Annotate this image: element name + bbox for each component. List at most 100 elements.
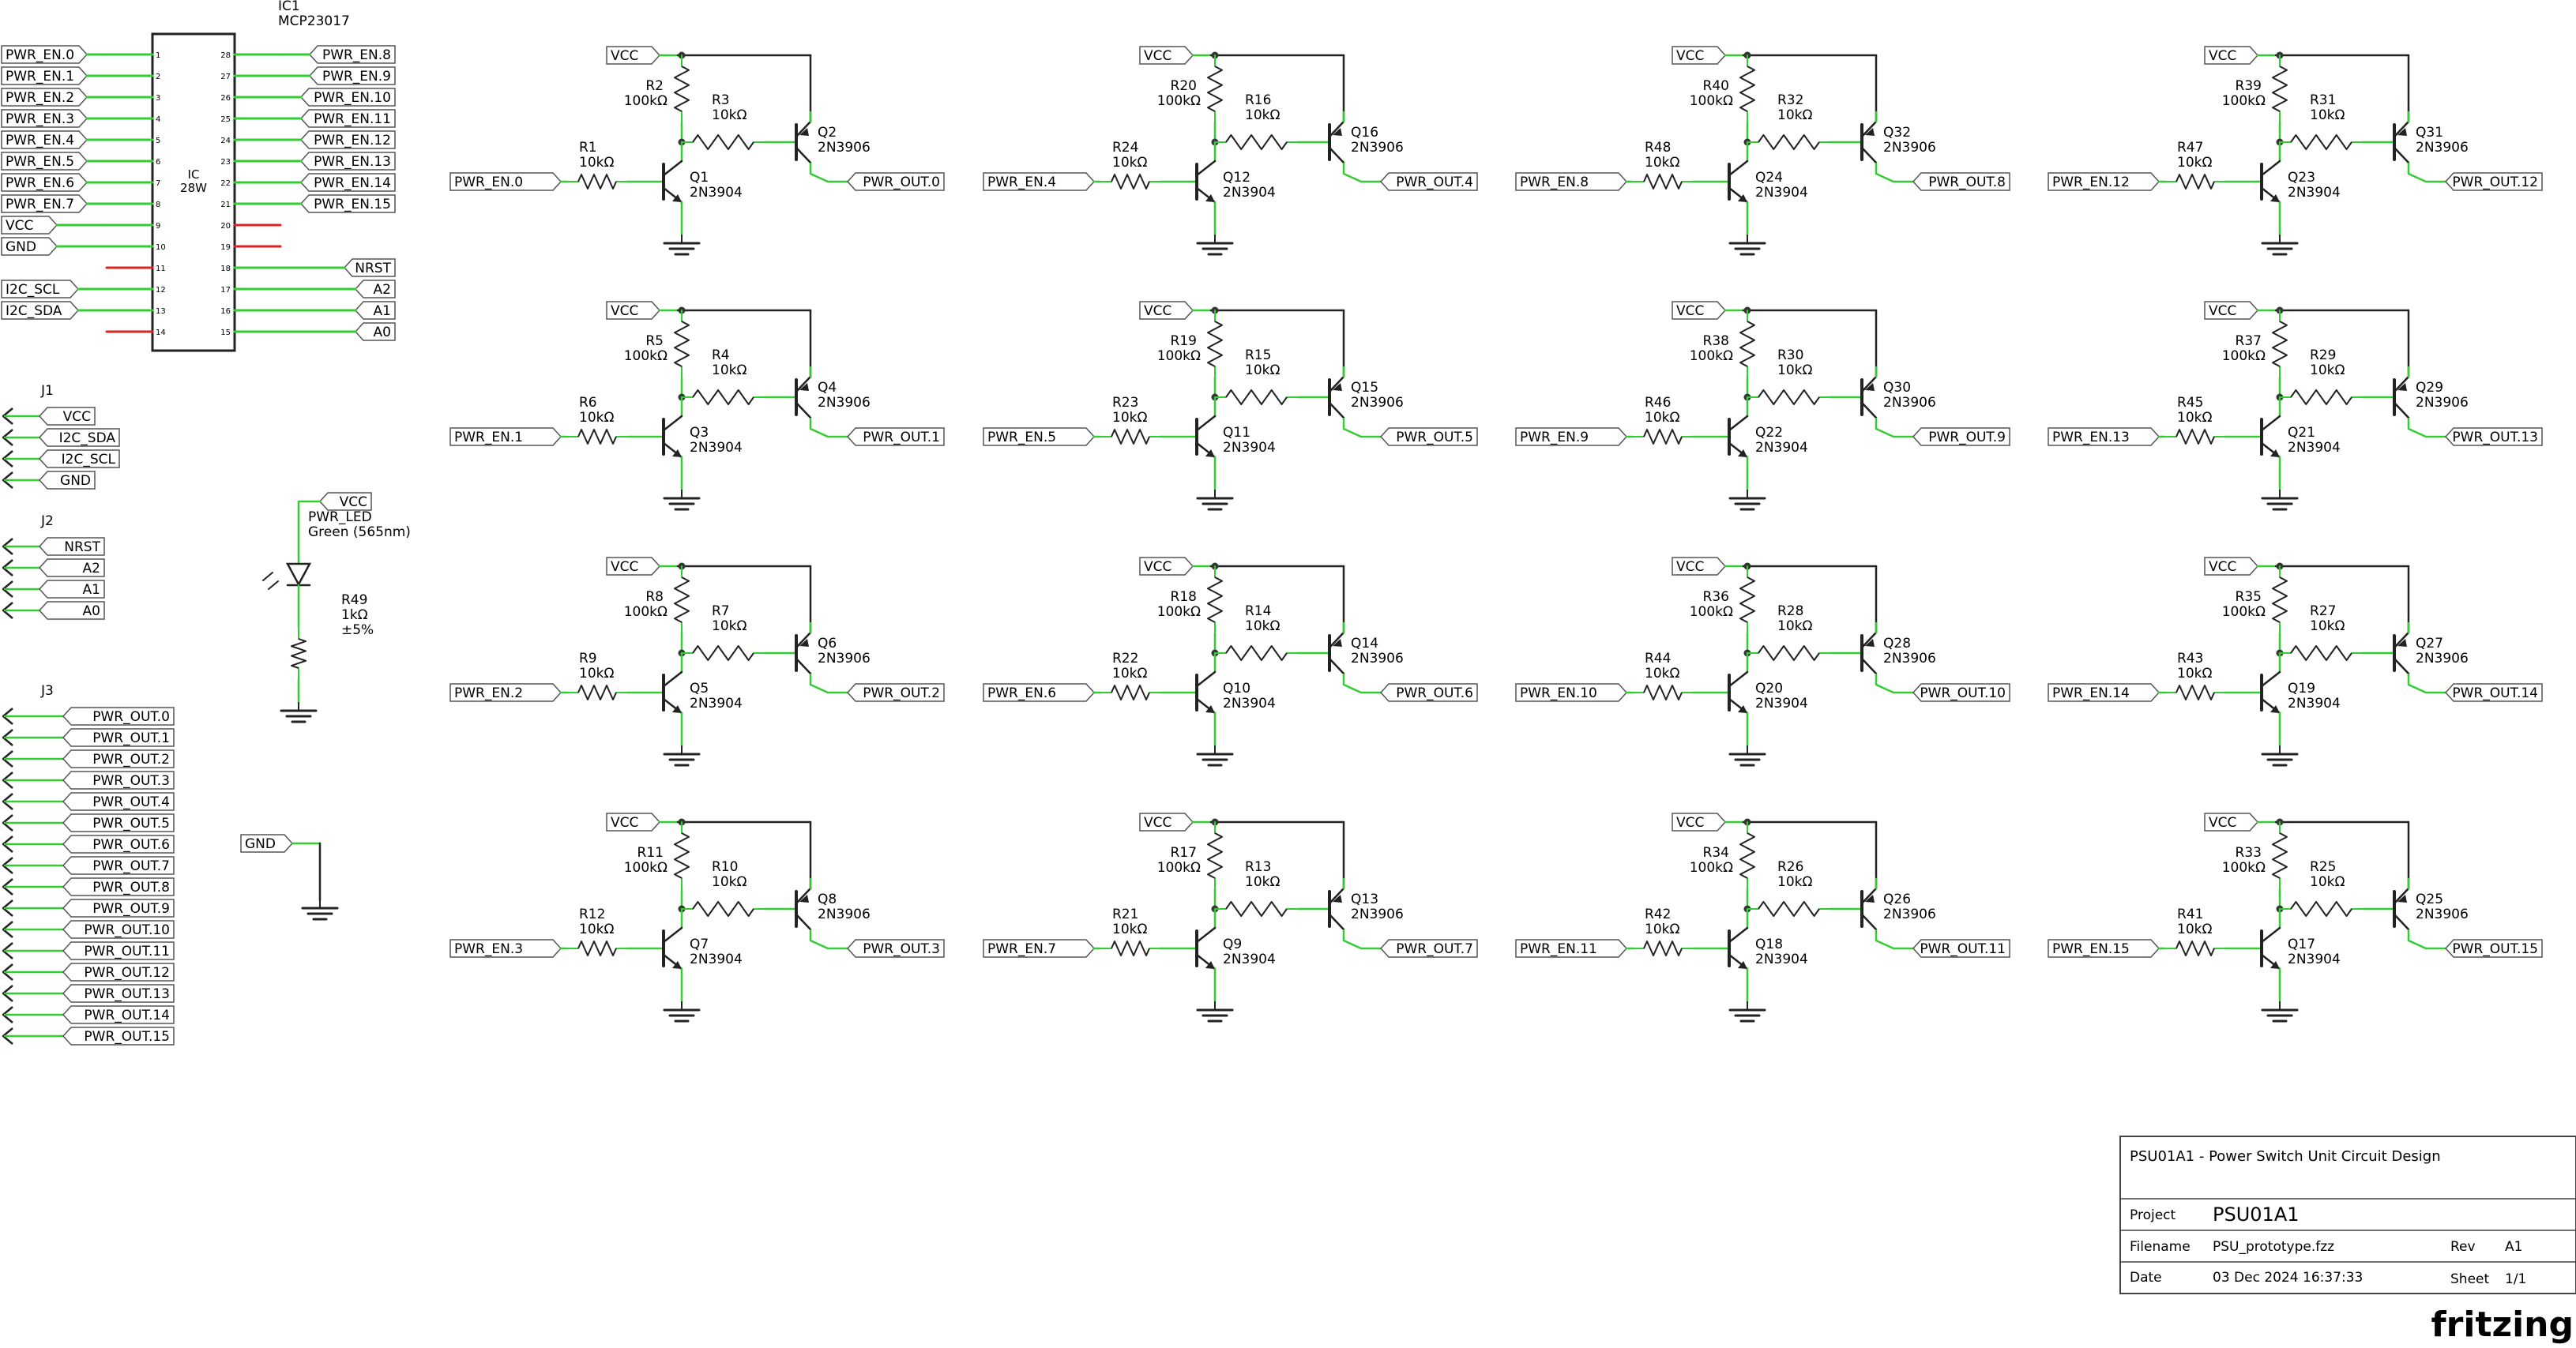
net-label-box	[38, 407, 96, 426]
led-diode-icon	[262, 562, 312, 590]
title-block-rev-label: Rev	[2450, 1239, 2476, 1255]
connector-net-label: PWR_OUT.1	[62, 728, 175, 747]
emitter-arrow	[1205, 961, 1215, 969]
resistor-zigzag	[1758, 901, 1820, 917]
input-resistor-value: 10kΩ	[1645, 666, 1679, 682]
resistor-symbol	[674, 821, 690, 890]
transistor-emitter	[2393, 375, 2410, 393]
transistor-emitter	[1860, 375, 1878, 393]
net-label-text: PWR_EN.7	[987, 941, 1056, 957]
ic-net-label-pwr_en.15: PWR_EN.15	[299, 194, 396, 213]
resistor-symbol	[2279, 901, 2364, 917]
pwr-out-net-label: PWR_OUT.15	[2444, 939, 2543, 958]
transistor-collector	[795, 913, 812, 931]
connector-net-label: PWR_OUT.13	[62, 984, 175, 1003]
net-label-box	[62, 920, 175, 939]
pnp-type: 2N3906	[1883, 140, 1936, 156]
ground-symbol	[1196, 1001, 1234, 1023]
npn-name: Q19	[2288, 681, 2315, 697]
base-resistor-name: R32	[1777, 92, 1803, 108]
output-wire	[809, 929, 852, 950]
connector-pin-icon	[2, 942, 13, 959]
resistor-zigzag	[2290, 645, 2352, 661]
resistor-symbol	[2164, 174, 2226, 190]
pullup-resistor-value: 100kΩ	[1157, 348, 1201, 364]
net-label-text: PWR_OUT.1	[92, 730, 170, 746]
resistor-zigzag	[1739, 321, 1755, 367]
resistor-zigzag	[1111, 174, 1150, 190]
net-label-text: VCC	[1676, 303, 1704, 319]
base-resistor-name: R30	[1777, 347, 1803, 363]
ic-pin-number: 8	[156, 201, 160, 209]
ic-pin-number: 3	[156, 94, 160, 103]
connector-pin: PWR_OUT.13	[2, 984, 175, 1003]
ic-net-label-a2: A2	[354, 280, 396, 299]
connector-net-label: PWR_OUT.12	[62, 963, 175, 982]
connector-pin-icon	[2, 559, 13, 576]
net-label-text: PWR_OUT.0	[863, 175, 940, 190]
net-label-text: GND	[6, 239, 36, 255]
resistor-symbol	[1214, 645, 1299, 661]
resistor-zigzag	[674, 66, 690, 112]
net-label-box	[62, 707, 175, 726]
connector-pin: GND	[2, 471, 96, 490]
net-label-box	[1, 301, 80, 320]
light-ray	[268, 580, 279, 590]
vcc-net-label: VCC	[1139, 557, 1194, 576]
pwr-en-net-label: PWR_EN.0	[449, 172, 562, 191]
net-label-text: PWR_OUT.5	[92, 816, 170, 832]
connector-pin: PWR_OUT.1	[2, 728, 175, 747]
net-label-text: PWR_EN.14	[314, 175, 391, 191]
ic-pin-number: 7	[156, 179, 160, 188]
transistor-emitter	[1860, 887, 1878, 905]
resistor-zigzag	[674, 321, 690, 367]
net-label-text: PWR_OUT.11	[1920, 941, 2006, 957]
pnp-name: Q31	[2416, 125, 2443, 141]
connector-net-label: PWR_OUT.3	[62, 771, 175, 790]
ic-pin-number: 26	[220, 94, 231, 103]
vcc-net-label: VCC	[1672, 557, 1727, 576]
emitter-arrow	[1738, 705, 1747, 713]
ground-symbol	[2261, 235, 2299, 256]
ic-net-label-pwr_en.7: PWR_EN.7	[1, 194, 88, 213]
transistor-collector	[1728, 160, 1749, 177]
emitter-arrow	[1333, 128, 1342, 136]
net-label-box	[1912, 172, 2010, 191]
vcc-net-label: VCC	[1139, 46, 1194, 65]
npn-name: Q20	[1755, 681, 1783, 697]
connector-net-label: PWR_OUT.4	[62, 792, 175, 811]
base-resistor-name: R4	[712, 347, 730, 363]
resistor-zigzag	[692, 134, 754, 150]
net-label-text: PWR_OUT.15	[84, 1029, 170, 1045]
pwr-en-net-label: PWR_EN.5	[983, 427, 1096, 446]
connector-pin: VCC	[2, 407, 96, 426]
connector-net-label: PWR_OUT.6	[62, 835, 175, 854]
net-label-box	[1672, 813, 1727, 832]
title-block-project-label: Project	[2130, 1207, 2175, 1223]
input-resistor-value: 10kΩ	[2177, 922, 2212, 937]
pwr-out-net-label: PWR_OUT.7	[1379, 939, 1478, 958]
resistor-symbol	[566, 174, 628, 190]
net-label-box	[1139, 46, 1194, 65]
net-label-box	[1, 66, 88, 85]
net-label-text: PWR_EN.12	[2052, 175, 2130, 190]
connector-pin: A1	[2, 580, 105, 599]
ic-pin-number: 6	[156, 158, 160, 167]
net-label-text: PWR_OUT.14	[84, 1008, 170, 1023]
net-label-text: PWR_EN.8	[1520, 175, 1589, 190]
resistor-zigzag	[2175, 174, 2215, 190]
net-label-text: VCC	[63, 409, 91, 425]
resistor-symbol	[1632, 429, 1694, 445]
transistor-emitter	[795, 120, 812, 138]
npn-transistor-icon	[2260, 670, 2281, 715]
transistor-collector	[2260, 926, 2281, 944]
net-label-text: PWR_EN.2	[454, 685, 523, 701]
resistor-zigzag	[674, 576, 690, 623]
title-block-filename-label: Filename	[2130, 1239, 2191, 1255]
transistor-collector	[662, 670, 683, 688]
net-label-text: PWR_EN.4	[987, 175, 1056, 190]
output-wire	[1342, 418, 1385, 438]
